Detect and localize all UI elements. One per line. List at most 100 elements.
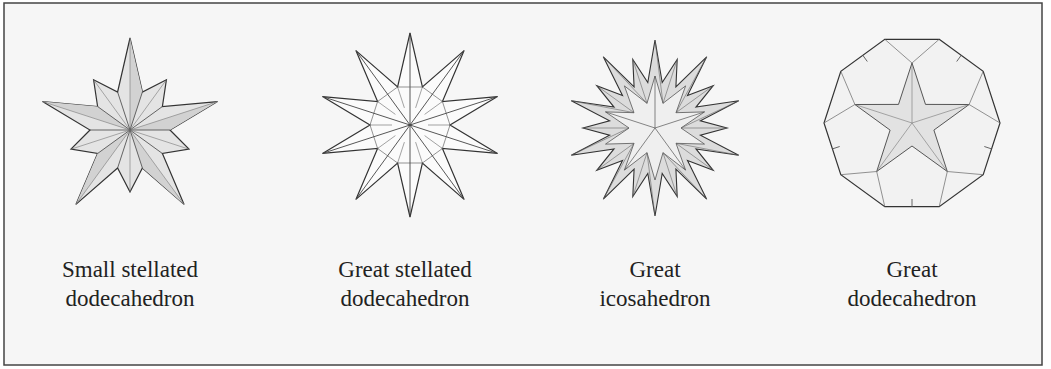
tick-mark — [957, 55, 962, 62]
ridge-line — [356, 51, 410, 125]
stellated-outline — [43, 38, 218, 204]
caption-label: Great icosahedron — [584, 255, 726, 313]
facet-edge — [606, 112, 656, 128]
facet-edge — [841, 172, 877, 175]
facet-edge — [583, 128, 629, 129]
facet-edge — [76, 130, 130, 204]
inner-edge — [398, 87, 423, 88]
facet-edge — [912, 63, 913, 123]
facet-edge — [655, 40, 663, 103]
ridge-line — [410, 33, 411, 125]
ridge-line — [323, 97, 411, 125]
facet-edge — [118, 130, 130, 168]
facet-edge — [655, 128, 686, 170]
inner-edge — [425, 136, 443, 149]
facet-edge — [603, 143, 634, 199]
facet-edge — [130, 107, 162, 131]
ridge-line — [410, 125, 464, 199]
facet-edge — [676, 143, 739, 155]
facet-edge — [912, 39, 939, 63]
facet-edge — [681, 101, 739, 128]
facet-edge — [655, 112, 705, 128]
inner-edge — [416, 87, 423, 108]
ridge-line — [410, 125, 498, 153]
facet-edge — [130, 130, 131, 192]
star-outline — [323, 33, 498, 217]
facet-edge — [98, 107, 130, 131]
facet-edge — [676, 86, 713, 113]
facet-edge — [633, 153, 647, 197]
facet-edge — [885, 39, 912, 63]
facet-edge — [130, 38, 131, 130]
spiky-outline — [571, 40, 738, 216]
facet-edge — [130, 130, 189, 149]
facet-edge — [130, 92, 142, 130]
facet-edge — [676, 143, 713, 170]
inner-edge — [428, 125, 450, 126]
facet-edge — [597, 86, 634, 113]
tick-mark — [863, 55, 868, 62]
facet-edge — [571, 128, 629, 155]
facet-edge — [947, 172, 983, 175]
facet-edge — [663, 153, 707, 200]
inner-edge — [425, 102, 443, 115]
facet-edge — [130, 102, 218, 130]
facet-edge — [633, 60, 647, 104]
facet-edge — [624, 128, 655, 170]
facet-edge — [130, 80, 166, 130]
caption-label: Great stellated dodecahedron — [316, 255, 494, 313]
decagon-outline — [824, 39, 1000, 206]
ridge-line — [410, 97, 498, 125]
facet-edge — [597, 143, 634, 170]
shaded-facet — [130, 38, 142, 130]
tick-mark — [832, 147, 840, 150]
facet-edge — [824, 105, 855, 124]
facet-edge — [655, 76, 656, 128]
facet-edge — [663, 153, 677, 197]
facet-edge — [912, 105, 969, 124]
facet-edge — [939, 172, 947, 207]
shaded-facet — [43, 102, 131, 130]
facet-edge — [130, 130, 170, 131]
inner-edge — [378, 136, 396, 149]
tick-mark — [912, 199, 913, 207]
inner-edge — [370, 125, 392, 126]
facet-edge — [912, 123, 947, 172]
facet-edge — [855, 105, 912, 124]
facet-edge — [603, 57, 647, 104]
facet-edge — [969, 105, 1000, 124]
shaded-facet — [76, 130, 130, 204]
inner-edge — [398, 87, 405, 108]
tick-mark — [984, 147, 992, 150]
facet-edge — [676, 57, 707, 113]
ridge-line — [410, 125, 411, 217]
panel-frame — [4, 3, 1042, 365]
facet-edge — [130, 130, 162, 154]
shaded-facet — [130, 130, 184, 204]
facet-edge — [969, 71, 983, 104]
ridge-line — [356, 125, 410, 199]
facet-edge — [43, 102, 131, 130]
facet-edge — [71, 130, 130, 149]
ridge-line — [323, 125, 411, 153]
inner-edge — [378, 102, 396, 115]
facet-edge — [98, 130, 130, 154]
facet-edge — [571, 101, 634, 113]
facet-edge — [841, 71, 855, 104]
ridge-line — [410, 51, 464, 125]
inner-edge — [416, 142, 423, 163]
caption-label: Small stellated dodecahedron — [41, 255, 219, 313]
pentagram-facets — [855, 63, 969, 172]
caption-label: Great dodecahedron — [836, 255, 988, 313]
facet-edge — [663, 60, 677, 104]
shaded-facet — [130, 102, 218, 130]
facet-edge — [118, 92, 130, 130]
facet-edge — [130, 130, 184, 204]
facet-edge — [647, 153, 655, 216]
facet-edge — [877, 172, 885, 207]
facet-edge — [94, 80, 130, 130]
facet-edge — [130, 130, 142, 168]
facet-edge — [90, 130, 130, 131]
